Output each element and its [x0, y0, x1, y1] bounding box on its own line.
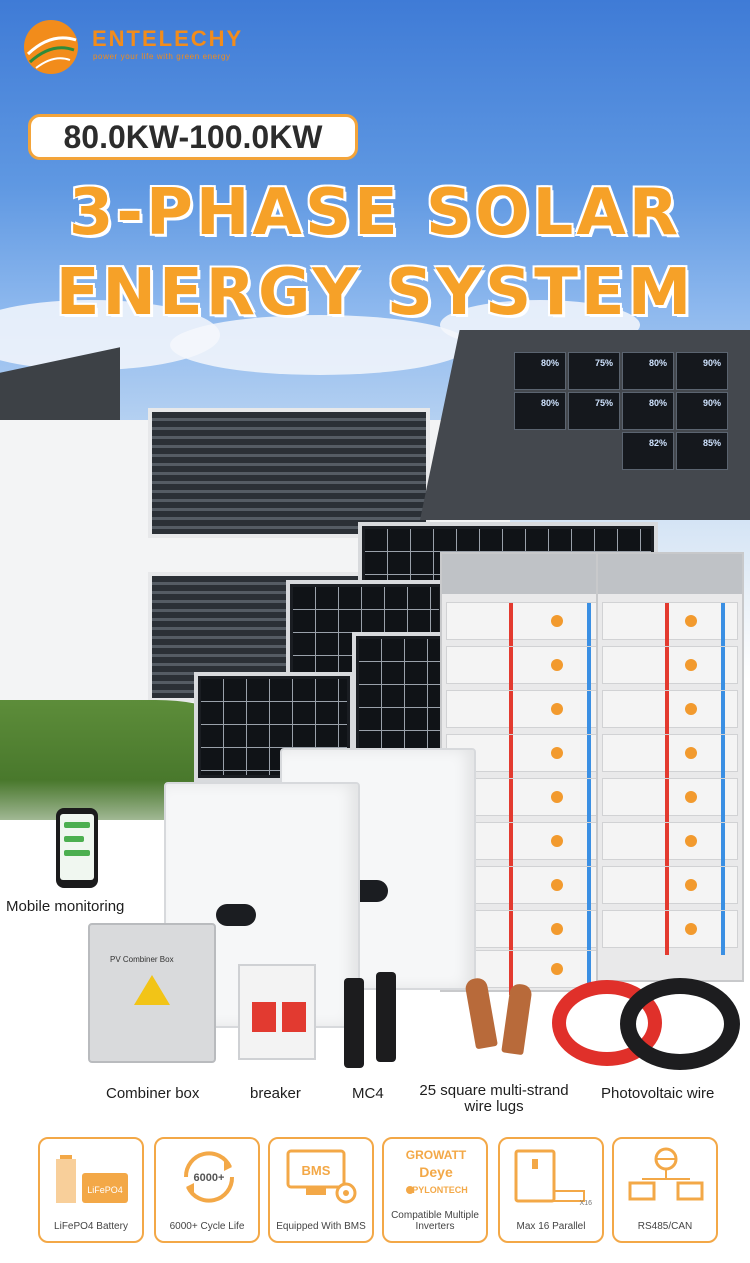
smartphone-icon: [56, 808, 98, 888]
bms-badge: BMS: [302, 1163, 331, 1178]
house-window: [148, 408, 430, 538]
brand-deye: Deye: [419, 1164, 453, 1180]
roof-solar-panel: 80%: [514, 392, 566, 430]
label-photovoltaic-wire: Photovoltaic wire: [601, 1085, 715, 1102]
roof-solar-panel: 80%: [514, 352, 566, 390]
roof-solar-panel: 85%: [676, 432, 728, 470]
feature-caption: LiFePO4 Battery: [54, 1221, 128, 1232]
label-wire-lugs: 25 square multi-strand wire lugs: [419, 1082, 569, 1115]
power-range-text: 80.0KW-100.0KW: [63, 118, 323, 155]
label-mobile-monitoring: Mobile monitoring: [6, 898, 125, 915]
label-mc4: MC4: [352, 1085, 384, 1102]
roof-solar-panel: 75%: [568, 392, 620, 430]
feature-card-cycle-life: 6000+ 6000+ Cycle Life: [154, 1137, 260, 1243]
feature-caption: 6000+ Cycle Life: [169, 1221, 245, 1232]
feature-card-parallel: X16 Max 16 Parallel: [498, 1137, 604, 1243]
brand-logo-icon: [24, 20, 78, 74]
combiner-box-tag: PV Combiner Box: [110, 955, 174, 964]
parallel-badge: X16: [580, 1200, 593, 1207]
roof-solar-panel: 80%: [622, 392, 674, 430]
feature-caption: RS485/CAN: [637, 1221, 693, 1232]
warning-icon: [134, 975, 170, 1005]
roof-solar-panel: 80%: [622, 352, 674, 390]
network-icon: [628, 1147, 704, 1201]
battery-icon: LiFePO4: [56, 1155, 128, 1203]
feature-caption: Max 16 Parallel: [516, 1221, 586, 1232]
inverter-brands-icon: GROWATT Deye PYLONTECH: [406, 1148, 468, 1195]
battery-rack: [596, 552, 744, 982]
feature-caption: Equipped With BMS: [276, 1221, 366, 1232]
roof-solar-panel: 90%: [676, 352, 728, 390]
battery-badge: LiFePO4: [87, 1185, 123, 1195]
feature-card-battery: LiFePO4 LiFePO4 Battery: [38, 1137, 144, 1243]
feature-caption: Compatible Multiple Inverters: [391, 1210, 479, 1232]
roof-solar-panel: 82%: [622, 432, 674, 470]
feature-card-inverters: GROWATT Deye PYLONTECH Compatible Multip…: [382, 1137, 488, 1243]
headline-line-1: 3-PHASE SOLAR: [68, 176, 682, 250]
roof-solar-panel: 75%: [568, 352, 620, 390]
circuit-breaker: [238, 964, 316, 1060]
parallel-icon: X16: [514, 1149, 593, 1207]
cycle-badge: 6000+: [194, 1172, 225, 1184]
roof-solar-panel: 90%: [676, 392, 728, 430]
brand-pylontech: PYLONTECH: [412, 1185, 468, 1195]
feature-card-rs485-can: RS485/CAN: [612, 1137, 718, 1243]
combiner-box: PV Combiner Box: [88, 923, 216, 1063]
mc4-connector: [376, 972, 396, 1062]
brand-growatt: GROWATT: [406, 1148, 467, 1162]
label-breaker: breaker: [250, 1085, 301, 1102]
cycle-icon: 6000+: [183, 1151, 235, 1203]
headline-line-2: ENERGY SYSTEM: [55, 256, 695, 330]
feature-card-bms: BMS Equipped With BMS: [268, 1137, 374, 1243]
power-range-badge: 80.0KW-100.0KW: [28, 114, 358, 160]
mc4-connector: [344, 978, 364, 1068]
black-pv-wire-coil: [620, 978, 740, 1070]
brand-slogan: power your life with green energy: [93, 52, 231, 61]
bms-icon: BMS: [286, 1149, 357, 1204]
cloud: [170, 315, 470, 375]
brand-name: ENTELECHY: [92, 26, 244, 51]
label-combiner-box: Combiner box: [106, 1085, 200, 1102]
